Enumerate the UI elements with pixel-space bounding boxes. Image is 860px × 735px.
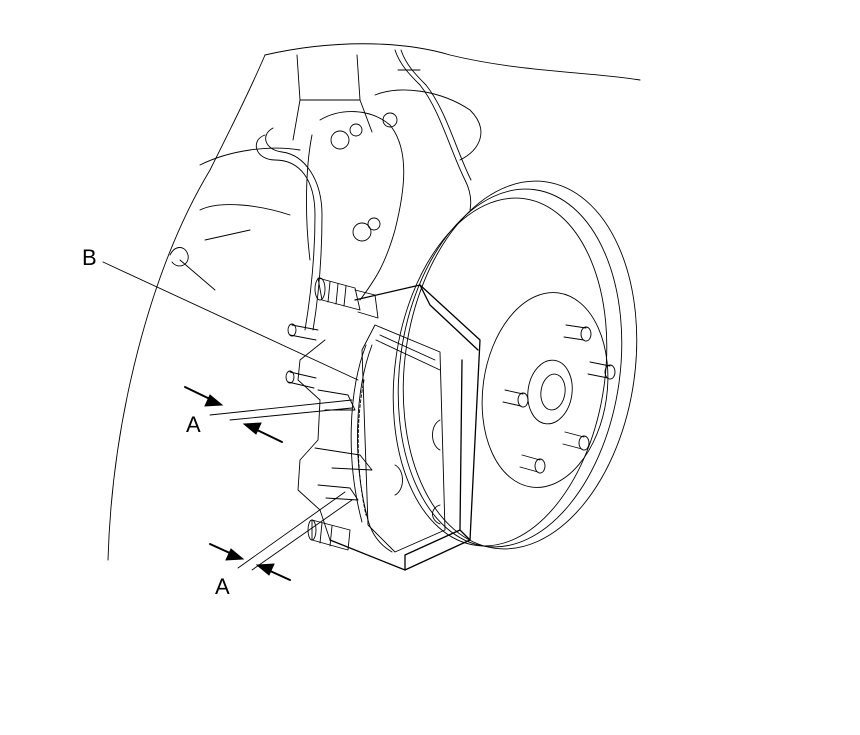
measurement-arrow-icon [184, 386, 224, 407]
label-b-callout: B [82, 245, 359, 381]
brake-caliper [285, 277, 481, 571]
label-a-upper: A [186, 412, 201, 437]
measurement-arrow-icon [242, 422, 283, 443]
label-a-lower-callout: A [209, 491, 353, 599]
wheel-arch [107, 43, 641, 561]
label-a-upper-callout: A [184, 386, 353, 443]
brake-disc [392, 180, 638, 550]
label-b: B [82, 245, 97, 270]
measurement-arrow-icon [255, 563, 291, 581]
wheel-studs [502, 324, 616, 474]
measurement-arrow-icon [209, 543, 245, 561]
label-a-lower: A [215, 574, 230, 599]
suspension-knuckle [169, 49, 482, 331]
